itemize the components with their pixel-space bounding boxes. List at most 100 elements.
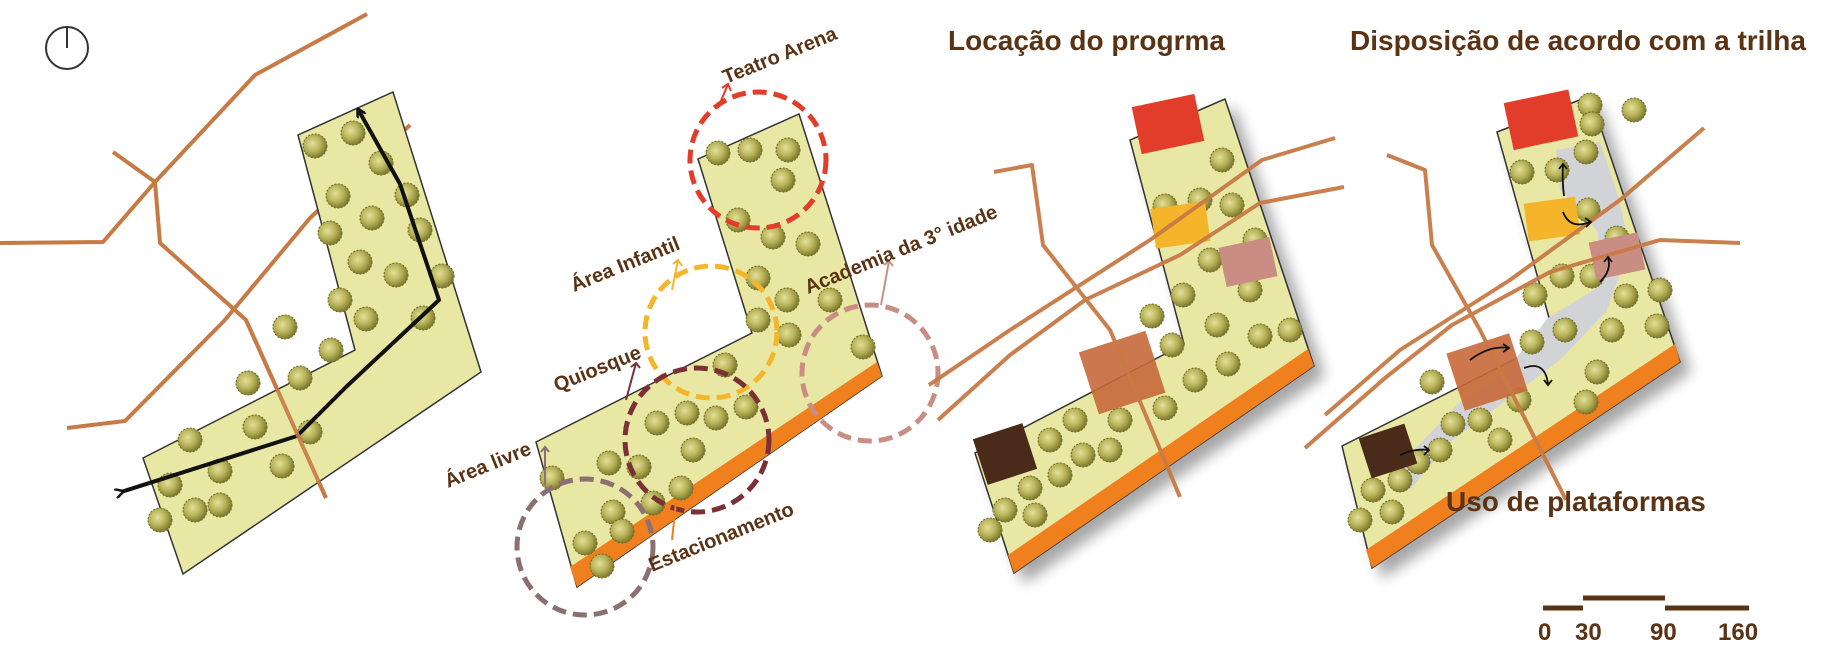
tree-icon <box>1647 277 1673 303</box>
tree-icon <box>1467 407 1493 433</box>
tree-icon <box>1347 507 1373 533</box>
title-program-location: Locação do progrma <box>948 25 1225 56</box>
tree-group <box>1347 92 1673 533</box>
zone-quiosque-circle <box>622 365 772 515</box>
tree-icon <box>609 518 635 544</box>
tree-icon <box>207 492 233 518</box>
tree-icon <box>272 314 298 340</box>
panel-zones: Teatro Arena Área Infantil Academia da 3… <box>441 23 1001 618</box>
tree-icon <box>1209 147 1235 173</box>
tree-icon <box>774 287 800 313</box>
tree-icon <box>1022 502 1048 528</box>
tree-icon <box>1621 97 1647 123</box>
tree-icon <box>1419 369 1445 395</box>
tree-icon <box>1097 437 1123 463</box>
tree-icon <box>680 437 706 463</box>
tree-icon <box>327 287 353 313</box>
tree-icon <box>674 400 700 426</box>
panel-program-location: Locação do progrma <box>927 25 1345 575</box>
tree-icon <box>977 517 1003 543</box>
zone-academia-circle <box>799 302 941 444</box>
scale-tick-0: 0 <box>1538 619 1551 646</box>
tree-icon <box>182 497 208 523</box>
tree-icon <box>1544 157 1570 183</box>
tree-icon <box>318 337 344 363</box>
tree-icon <box>1573 389 1599 415</box>
parking-strip <box>1366 344 1680 568</box>
tree-icon <box>147 507 173 533</box>
block-infantil <box>1150 201 1211 249</box>
tree-icon <box>1579 111 1605 137</box>
tree-icon <box>1017 475 1043 501</box>
title-trail-layout: Disposição de acordo com a trilha <box>1350 25 1806 56</box>
tree-icon <box>269 453 295 479</box>
block-quiosque <box>1446 333 1528 411</box>
tree-icon <box>1139 303 1165 329</box>
block-area-livre <box>972 423 1038 485</box>
tree-icon <box>325 183 351 209</box>
label-teatro-arena: Teatro Arena <box>720 23 841 89</box>
tree-icon <box>775 137 801 163</box>
tree-icon <box>177 427 203 453</box>
label-plataformas: Uso de plataformas <box>1446 486 1706 517</box>
tree-icon <box>1037 427 1063 453</box>
panel-trail <box>0 12 482 576</box>
zone-area-livre-circle <box>514 476 656 618</box>
tree-icon <box>347 249 373 275</box>
tree-icon <box>596 450 622 476</box>
tree-icon <box>1552 317 1578 343</box>
tree-icon <box>745 265 771 291</box>
tree-icon <box>1360 477 1386 503</box>
north-arrow-icon <box>45 26 89 70</box>
tree-icon <box>1170 282 1196 308</box>
tree-icon <box>737 137 763 163</box>
block-academia <box>1218 237 1278 287</box>
tree-icon <box>353 306 379 332</box>
scale-tick-30: 30 <box>1575 619 1602 646</box>
parking-strip <box>570 362 882 587</box>
block-area-livre <box>1358 423 1418 479</box>
tree-icon <box>317 220 343 246</box>
tree-icon <box>572 530 598 556</box>
tree-icon <box>1215 351 1241 377</box>
tree-icon <box>429 263 455 289</box>
tree-icon <box>1379 499 1405 525</box>
tree-group <box>539 137 876 579</box>
label-area-livre: Área livre <box>441 437 534 492</box>
tree-icon <box>850 334 876 360</box>
tree-icon <box>817 287 843 313</box>
access-paths <box>1303 126 1741 501</box>
tree-icon <box>1277 317 1303 343</box>
block-infantil <box>1523 196 1581 242</box>
tree-icon <box>1204 312 1230 338</box>
scale-bar: 0 30 90 160 <box>1538 595 1758 646</box>
tree-icon <box>640 490 666 516</box>
parking-strip <box>1008 349 1314 573</box>
tree-icon <box>992 497 1018 523</box>
tree-icon <box>287 365 313 391</box>
tree-icon <box>1644 313 1670 339</box>
tree-icon <box>1070 442 1096 468</box>
tree-icon <box>1599 317 1625 343</box>
tree-icon <box>776 322 802 348</box>
flow-arrows <box>1399 162 1613 456</box>
tree-icon <box>770 167 796 193</box>
tree-icon <box>1519 329 1545 355</box>
tree-icon <box>1573 139 1599 165</box>
scale-tick-160: 160 <box>1718 619 1758 646</box>
tree-icon <box>1182 367 1208 393</box>
tree-icon <box>668 475 694 501</box>
block-teatro <box>1503 89 1579 151</box>
tree-icon <box>235 370 261 396</box>
trail-arrow <box>121 111 441 492</box>
tree-icon <box>1584 359 1610 385</box>
tree-icon <box>745 307 771 333</box>
zone-teatro-circle <box>687 89 829 231</box>
tree-icon <box>242 414 268 440</box>
tree-icon <box>302 133 328 159</box>
tree-icon <box>589 553 615 579</box>
block-academia <box>1588 232 1646 280</box>
zone-circles <box>514 89 941 618</box>
tree-icon <box>1427 437 1453 463</box>
tree-icon <box>705 140 731 166</box>
